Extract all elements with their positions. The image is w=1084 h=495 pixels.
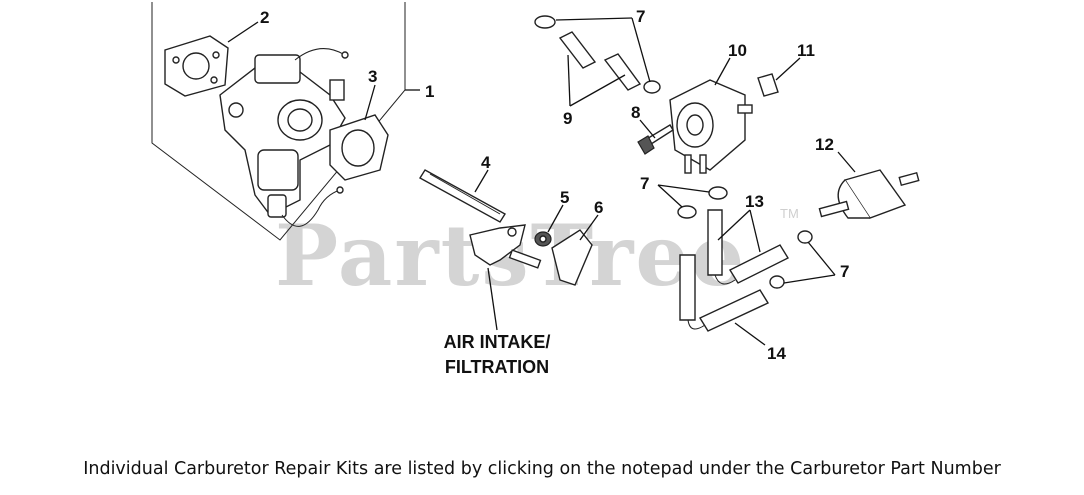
callout-9: 9	[563, 109, 572, 128]
callout-2: 2	[260, 8, 269, 27]
air-intake-label-line2: FILTRATION	[445, 357, 549, 377]
part-13-hoses[interactable]	[707, 209, 789, 285]
callout-3: 3	[368, 67, 377, 86]
carburetor-assembly-box	[151, 2, 406, 241]
part-9-hoses[interactable]	[558, 31, 642, 91]
callout-7-lower: 7	[840, 262, 849, 281]
callout-8: 8	[631, 103, 640, 122]
callout-12: 12	[815, 135, 834, 154]
callout-10: 10	[728, 41, 747, 60]
leader-lines	[227, 17, 856, 346]
callout-7-top: 7	[636, 7, 645, 26]
callout-1: 1	[425, 82, 434, 101]
callout-7-middle: 7	[640, 174, 649, 193]
part-8-bolt[interactable]	[637, 124, 674, 155]
part-1-carburetor[interactable]	[219, 48, 349, 227]
part-10-fuel-pump[interactable]	[669, 79, 753, 174]
part-11-clip[interactable]	[757, 73, 779, 97]
callout-6: 6	[594, 198, 603, 217]
part-6-heat-deflector[interactable]	[551, 229, 593, 286]
part-2-gasket[interactable]	[164, 35, 229, 97]
callout-4: 4	[481, 153, 491, 172]
callout-13: 13	[745, 192, 764, 211]
part-14-hose[interactable]	[679, 254, 770, 332]
callout-5: 5	[560, 188, 569, 207]
part-7-clamp-top[interactable]	[534, 15, 661, 94]
watermark-trademark: TM	[780, 206, 799, 221]
part-7-clamps-lower[interactable]	[677, 186, 813, 289]
callout-11: 11	[797, 41, 815, 60]
part-4-stud[interactable]	[419, 169, 506, 223]
callout-14: 14	[767, 344, 786, 363]
air-intake-label-line1: AIR INTAKE/	[444, 332, 551, 352]
part-5-nut[interactable]	[534, 231, 552, 247]
footer-note: Individual Carburetor Repair Kits are li…	[83, 459, 1001, 479]
air-intake-bracket[interactable]	[469, 224, 542, 269]
part-3-gasket[interactable]	[329, 114, 389, 181]
part-12-fuel-filter[interactable]	[818, 169, 920, 219]
